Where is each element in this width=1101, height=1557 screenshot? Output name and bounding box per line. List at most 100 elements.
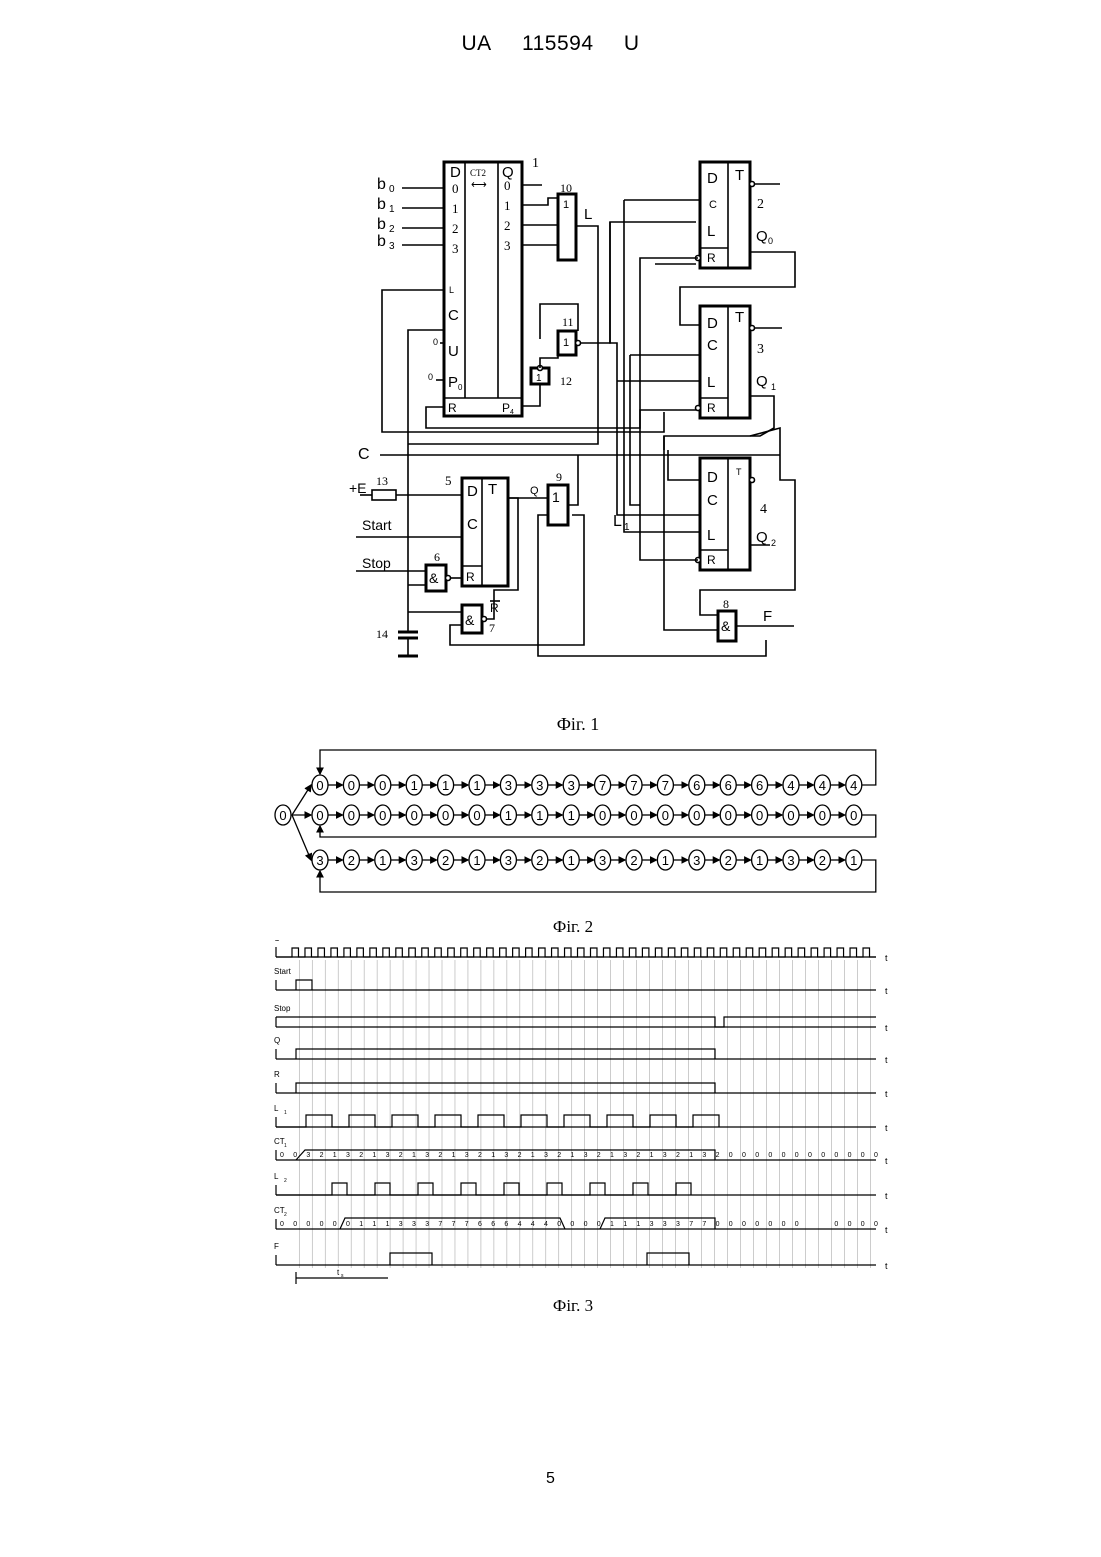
gate-8-out: F — [763, 608, 772, 625]
fig3-ct1-value: 2 — [359, 1152, 363, 1159]
fig3-ct1-value: 2 — [636, 1152, 640, 1159]
fig3-ct1-value: 2 — [399, 1152, 403, 1159]
gate-11-symbol: 1 — [563, 337, 569, 349]
fig2-state-label: 2 — [442, 853, 449, 868]
fig2-state-label: 1 — [536, 808, 543, 823]
fig2-state-label: 3 — [505, 778, 512, 793]
figure-1-caption: Фіг. 1 — [478, 714, 678, 735]
fig3-ct2-value: 0 — [874, 1221, 878, 1228]
fig3-signal-sub: 1 — [284, 1143, 287, 1149]
fig2-state-label: 1 — [379, 853, 386, 868]
fig2-state-label: 6 — [756, 778, 763, 793]
fig3-ct1-value: 0 — [874, 1152, 878, 1159]
fig3-ct1-value: 3 — [544, 1152, 548, 1159]
counter-1-p0: P — [448, 374, 458, 391]
fig3-ct1-value: 2 — [597, 1152, 601, 1159]
l1-label: L — [613, 513, 622, 530]
fig3-signal-sub: 2 — [284, 1212, 287, 1218]
fig3-ct1-value: 2 — [557, 1152, 561, 1159]
input-b1: b — [377, 196, 386, 213]
fig3-ct1-value: 2 — [716, 1152, 720, 1159]
fig2-state-label: 0 — [599, 808, 606, 823]
fig3-ct2-value: 0 — [584, 1221, 588, 1228]
fig3-ct2-value: 0 — [333, 1221, 337, 1228]
gate-10-id: 10 — [560, 181, 572, 195]
fig3-ct1-value: 0 — [280, 1152, 284, 1159]
fig3-ct2-value: 0 — [293, 1221, 297, 1228]
fig3-ct2-value: 0 — [346, 1221, 350, 1228]
gate-9-id: 9 — [556, 470, 562, 484]
fig3-ct1-value: 0 — [293, 1152, 297, 1159]
clock-input-label: C — [358, 446, 370, 463]
fig2-state-label: 3 — [316, 853, 323, 868]
fig3-ct1-value: 1 — [610, 1152, 614, 1159]
fig3-q-waveform — [296, 1049, 715, 1059]
fig2-state-label: 1 — [756, 853, 763, 868]
trigger-5-out: Q — [530, 485, 539, 497]
fig3-time-label: t — [885, 1156, 888, 1166]
ff2-out-sub: 0 — [768, 236, 773, 246]
fig3-ct2-value: 0 — [280, 1221, 284, 1228]
ff2-l: L — [707, 223, 715, 240]
ff3-l: L — [707, 374, 715, 391]
counter-1-in-1: 1 — [452, 201, 459, 216]
fig3-ct2-value: 0 — [848, 1221, 852, 1228]
input-b0: b — [377, 176, 386, 193]
counter-1-r: R — [448, 401, 457, 415]
resistor-13 — [372, 490, 396, 500]
ff2-c: C — [709, 199, 717, 211]
fig2-state-label: 7 — [630, 778, 637, 793]
fig3-ct2-value: 7 — [465, 1221, 469, 1228]
counter-1-p4: P — [502, 401, 510, 415]
fig2-state-label: 4 — [787, 778, 794, 793]
fig2-state-label: 3 — [599, 853, 606, 868]
fig3-ct2-value: 0 — [795, 1221, 799, 1228]
fig3-ct2-value: 0 — [320, 1221, 324, 1228]
input-b0-sub: 0 — [389, 184, 395, 195]
fig3-signal-label: Stop — [274, 1004, 291, 1013]
fig3-ct2-value: 3 — [676, 1221, 680, 1228]
fig2-state-label: 3 — [787, 853, 794, 868]
fig3-ct1-value: 3 — [425, 1152, 429, 1159]
input-b1-sub: 1 — [389, 204, 395, 215]
counter-1-p4-sub: 4 — [510, 409, 514, 416]
counter-1-u-zero: 0 — [433, 337, 438, 347]
fig3-ct2-value: 3 — [399, 1221, 403, 1228]
supply-label: +E — [349, 480, 367, 496]
fig3-ct2-value: 0 — [570, 1221, 574, 1228]
gate-10-symbol: 1 — [563, 199, 569, 211]
page-number: 5 — [0, 1470, 1101, 1488]
fig2-state-label: 2 — [819, 853, 826, 868]
fig3-time-label: t — [885, 1191, 888, 1201]
counter-1-l: L — [449, 285, 454, 295]
fig2-state-label: 0 — [316, 778, 323, 793]
fig3-ct1-value: 1 — [372, 1152, 376, 1159]
ff3-out: Q — [756, 373, 768, 390]
fig3-stop-waveform — [276, 1017, 876, 1027]
fig3-ct2-value: 0 — [755, 1221, 759, 1228]
fig2-state-label: 1 — [505, 808, 512, 823]
fig2-state-label: 0 — [787, 808, 794, 823]
capacitor-14-id: 14 — [376, 627, 388, 641]
input-b2: b — [377, 216, 386, 233]
fig3-ct2-value: 6 — [504, 1221, 508, 1228]
fig3-ct2-value: 0 — [716, 1221, 720, 1228]
trigger-5-d: D — [467, 483, 478, 500]
ff3-d: D — [707, 315, 718, 332]
document-header: UA 115594 U — [0, 32, 1101, 56]
fig2-state-label: 2 — [348, 853, 355, 868]
fig2-state-label: 1 — [568, 853, 575, 868]
fig2-state-label: 3 — [505, 853, 512, 868]
fig2-state-label: 4 — [819, 778, 826, 793]
fig2-state-label: 6 — [693, 778, 700, 793]
fig3-signal-label: Start — [274, 967, 292, 976]
figure-1-circuit: D Q CT2 ⟷ 0 1 2 3 0 1 2 3 L C U P 0 R P … — [340, 145, 810, 675]
fig3-ct1-value: 3 — [465, 1152, 469, 1159]
fig3-ct1-value: 2 — [438, 1152, 442, 1159]
input-b3-sub: 3 — [389, 241, 395, 252]
fig2-branch-arrow — [292, 815, 311, 860]
fig2-state-label: 1 — [411, 778, 418, 793]
fig3-ct1-value: 0 — [848, 1152, 852, 1159]
fig3-ct1-value: 1 — [333, 1152, 337, 1159]
patent-number: 115594 — [522, 32, 594, 56]
